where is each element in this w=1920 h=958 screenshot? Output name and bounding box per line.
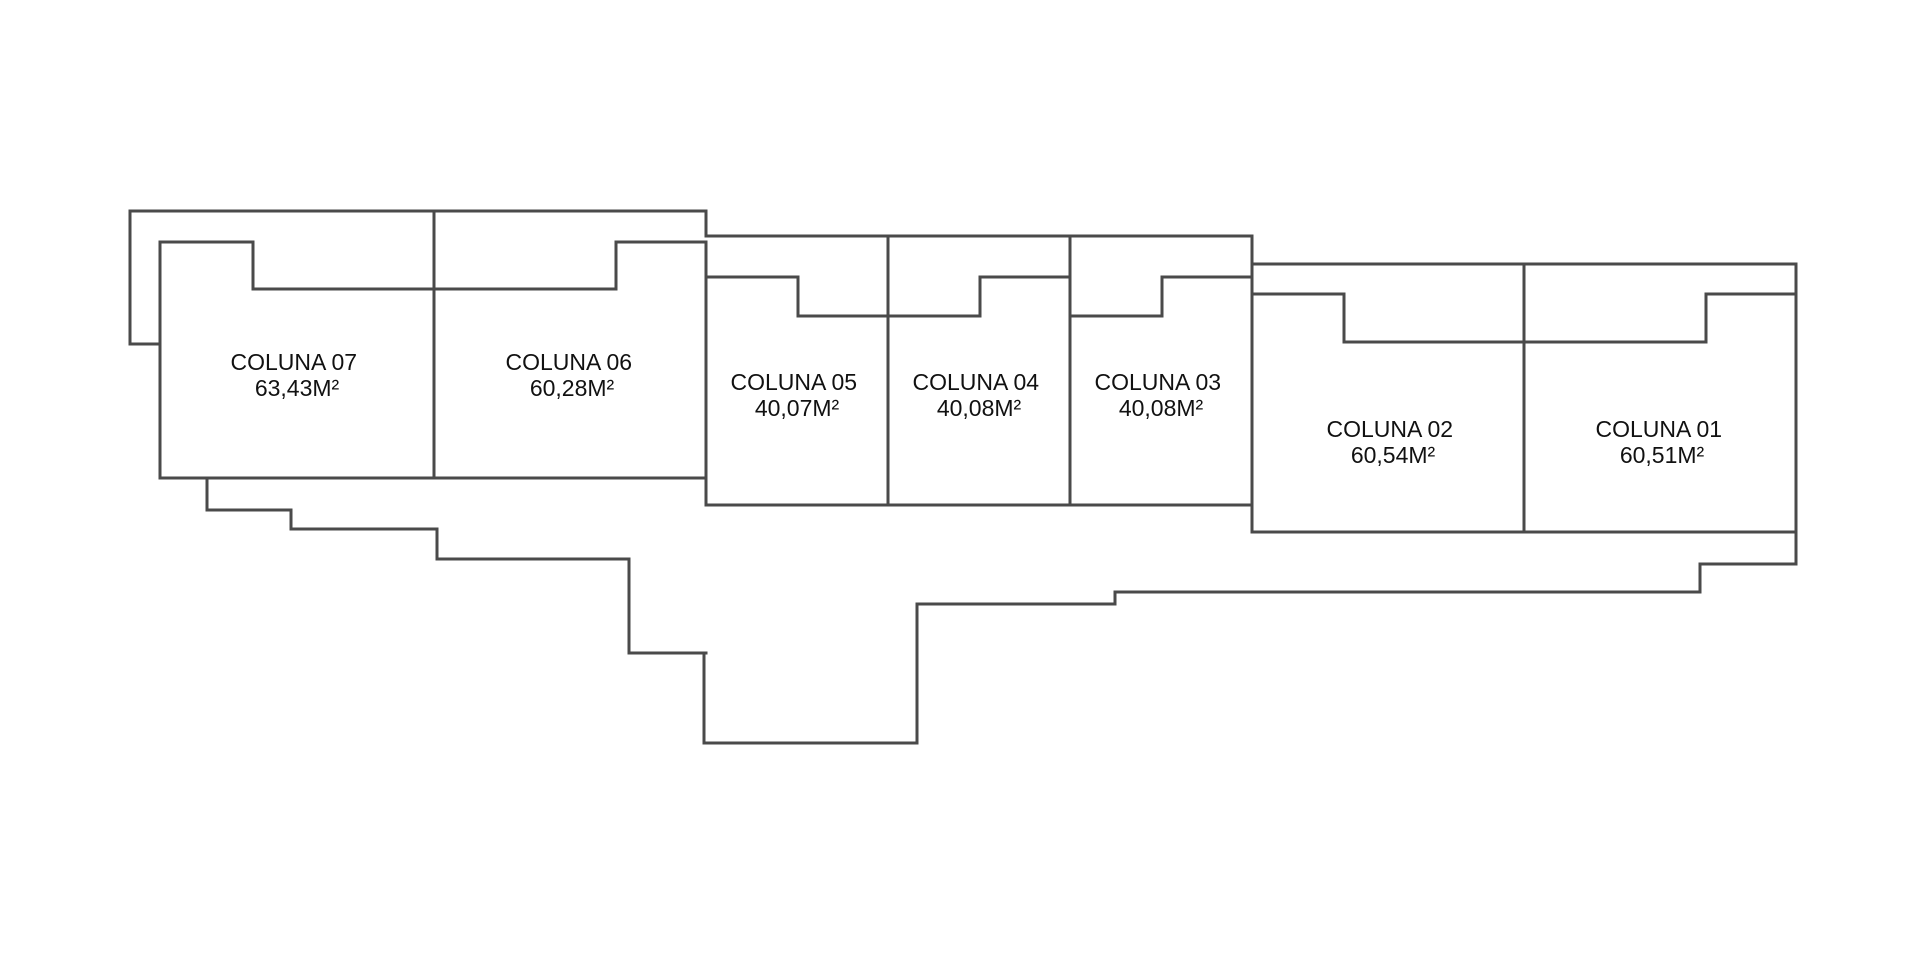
unit-04-outline <box>886 275 1072 318</box>
unit-02-outline <box>1250 292 1526 344</box>
unit-02-label: COLUNA 02 60,54M² <box>1327 416 1460 468</box>
unit-06-name: COLUNA 06 <box>506 349 633 375</box>
unit-07-name: COLUNA 07 <box>231 349 358 375</box>
unit-01-label: COLUNA 01 60,51M² <box>1596 416 1729 468</box>
unit-04-name: COLUNA 04 <box>913 369 1040 395</box>
unit-03-area: 40,08M² <box>1119 395 1204 421</box>
unit-06-area: 60,28M² <box>530 375 615 401</box>
unit-01-area: 60,51M² <box>1620 442 1705 468</box>
unit-04-label: COLUNA 04 40,08M² <box>913 369 1046 421</box>
unit-06-label: COLUNA 06 60,28M² <box>506 349 639 401</box>
unit-03-outline <box>1068 275 1254 318</box>
unit-07-area: 63,43M² <box>255 375 340 401</box>
unit-05-label: COLUNA 05 40,07M² <box>731 369 864 421</box>
unit-05-name: COLUNA 05 <box>731 369 858 395</box>
unit-04-area: 40,08M² <box>937 395 1022 421</box>
lower-area-outline <box>205 476 708 655</box>
unit-05-outline <box>704 275 890 318</box>
unit-01-name: COLUNA 01 <box>1596 416 1723 442</box>
outer-wall-north-east <box>1250 262 1798 566</box>
outer-wall-northwest <box>128 209 708 346</box>
unit-02-area: 60,54M² <box>1351 442 1436 468</box>
unit-coluna-06[interactable] <box>434 242 706 478</box>
unit-06-outline <box>432 240 708 480</box>
unit-01-outline <box>1522 292 1798 344</box>
unit-05-area: 40,07M² <box>755 395 840 421</box>
unit-03-name: COLUNA 03 <box>1095 369 1222 395</box>
lower-area-outline-center <box>702 562 1798 745</box>
unit-coluna-02[interactable] <box>1252 294 1524 532</box>
unit-02-name: COLUNA 02 <box>1327 416 1454 442</box>
unit-coluna-07[interactable] <box>160 242 434 478</box>
outer-wall-north-center <box>704 234 1254 266</box>
unit-03-label: COLUNA 03 40,08M² <box>1095 369 1228 421</box>
unit-07-label: COLUNA 07 63,43M² <box>231 349 364 401</box>
unit-coluna-01[interactable] <box>1524 294 1796 532</box>
